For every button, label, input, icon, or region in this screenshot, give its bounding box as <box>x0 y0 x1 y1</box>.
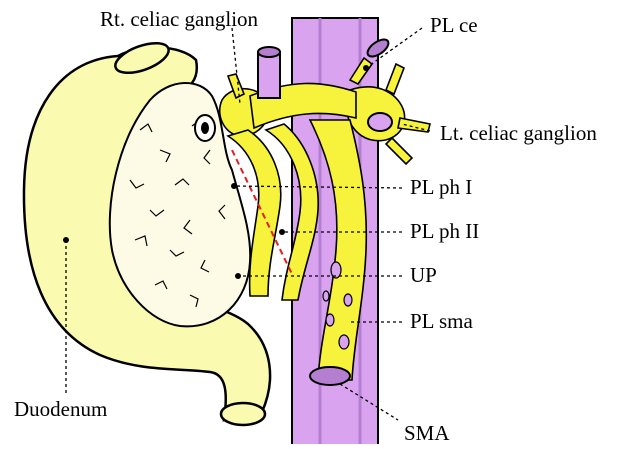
label-duodenum: Duodenum <box>14 397 107 421</box>
leader-dot-duodenum <box>63 237 69 243</box>
ganglion-branch <box>386 64 404 94</box>
leader-dot-up <box>235 273 241 279</box>
leader-dot-pl-ph-2 <box>279 229 285 235</box>
label-pl-ph-1: PL ph I <box>410 175 472 199</box>
ganglion-branch <box>398 118 430 132</box>
label-pl-sma: PL sma <box>410 309 473 333</box>
duodenum-distal-opening <box>221 403 265 425</box>
label-rt-celiac-ganglion: Rt. celiac ganglion <box>100 7 259 31</box>
label-pl-ph-2: PL ph II <box>410 219 479 243</box>
leader-dot-pl-ce <box>363 65 369 71</box>
label-lt-celiac-ganglion: Lt. celiac ganglion <box>440 121 597 145</box>
vessel-stub-opening <box>258 47 280 57</box>
ganglion-branch <box>386 138 412 164</box>
vessel-stub <box>258 52 280 98</box>
bile-duct-lumen <box>201 122 209 134</box>
label-up: UP <box>410 263 437 287</box>
vessel-stub-opening <box>368 113 392 131</box>
label-sma: SMA <box>404 421 450 444</box>
label-pl-ce: PL ce <box>430 13 478 37</box>
sma-distal-opening <box>310 367 350 385</box>
leader-dot-pl-ph-1 <box>231 183 237 189</box>
